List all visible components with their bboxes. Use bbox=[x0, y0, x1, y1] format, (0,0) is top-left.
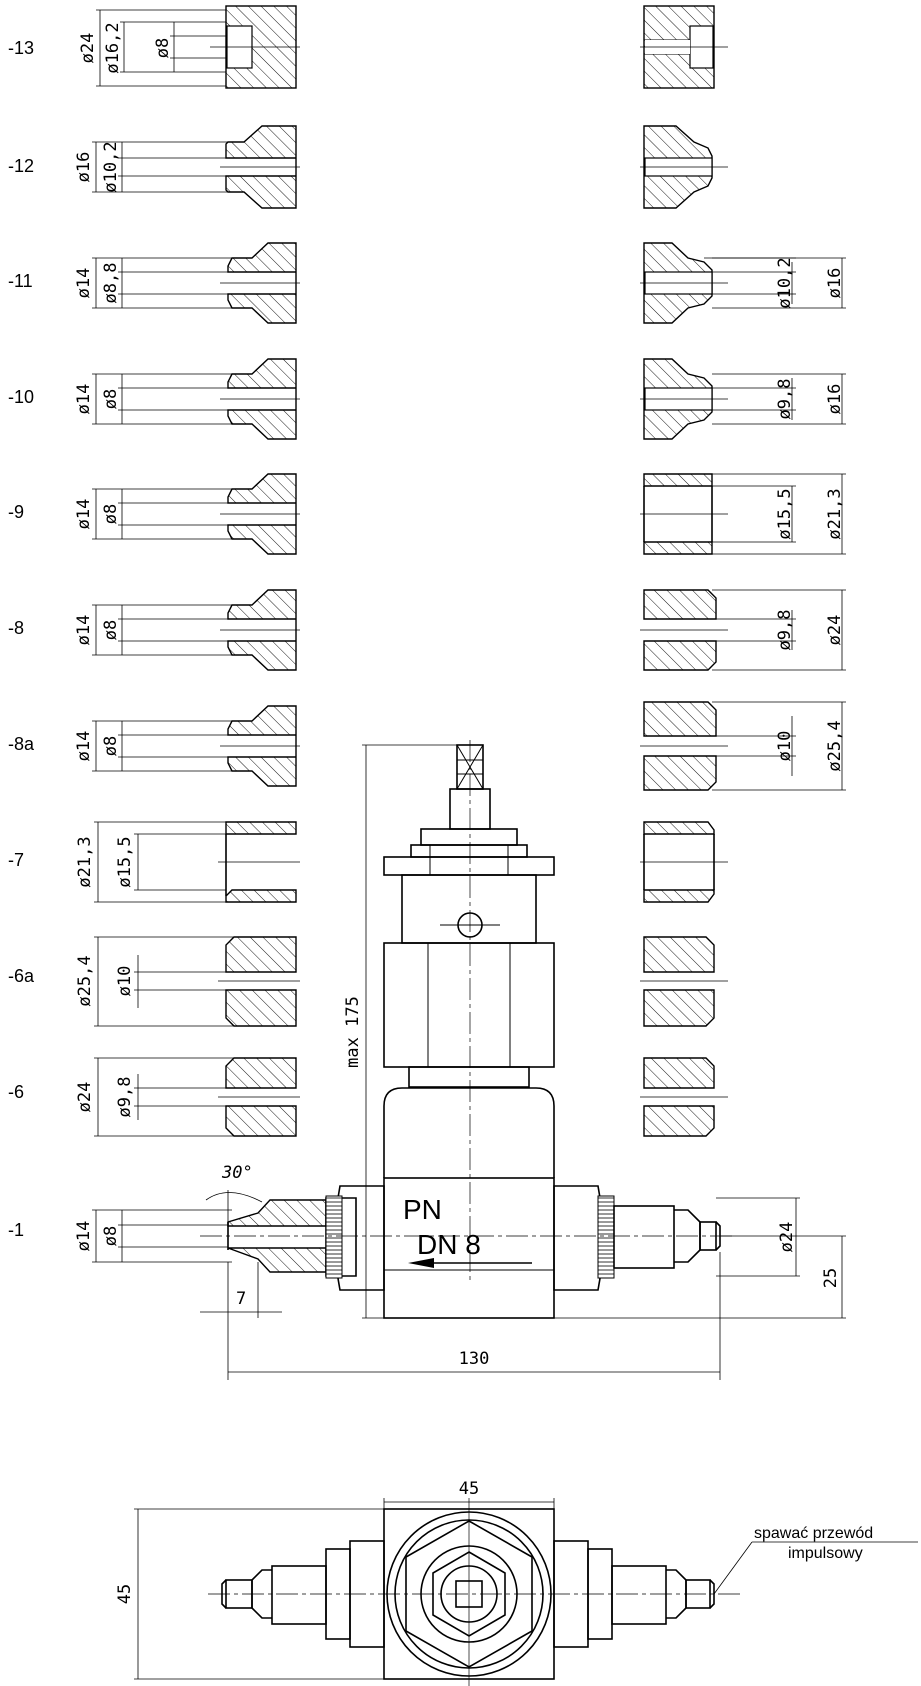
dim-label: ø8 bbox=[101, 736, 121, 756]
row-label: -10 bbox=[8, 387, 34, 407]
dim-label: ø14 bbox=[74, 731, 94, 762]
row-label: -6a bbox=[8, 966, 35, 986]
left-section-6a: ø25,4 ø10 bbox=[75, 936, 300, 1027]
dim-label: ø10,2 bbox=[101, 141, 121, 192]
row-label: -13 bbox=[8, 38, 34, 58]
right-section-13 bbox=[640, 5, 728, 89]
left-section-11: ø14 ø8,8 bbox=[74, 242, 300, 324]
dim-label: ø8,8 bbox=[101, 263, 121, 304]
dim-label: ø14 bbox=[74, 1221, 94, 1252]
left-section-10: ø14 ø8 bbox=[74, 358, 300, 440]
valve-side-view: PN DN 8 30° 7 max 175 bbox=[200, 740, 846, 1380]
left-section-12: ø16 ø10,2 bbox=[74, 125, 300, 209]
right-section-10: ø9,8 ø16 bbox=[640, 358, 846, 440]
row-label: -7 bbox=[8, 850, 24, 870]
dim-label: ø21,3 bbox=[75, 836, 95, 887]
right-section-6 bbox=[640, 1057, 728, 1137]
dim-label: ø25,4 bbox=[75, 955, 95, 1006]
row-labels: -13 -12 -11 -10 -9 -8 -8a -7 -6a -6 -1 bbox=[8, 38, 35, 1240]
dim-label: ø10 bbox=[115, 966, 135, 997]
dim-label: ø16 bbox=[825, 268, 845, 299]
dim-label: ø24 bbox=[78, 33, 98, 64]
dim-label: ø8 bbox=[101, 504, 121, 524]
dim-label: ø9,8 bbox=[775, 379, 795, 420]
pn-label: PN bbox=[403, 1194, 442, 1225]
dim-label: ø8 bbox=[101, 1226, 121, 1246]
right-section-11: ø10,2 ø16 bbox=[640, 242, 846, 324]
dim-label: ø16 bbox=[74, 152, 94, 183]
dim-label: ø21,3 bbox=[825, 488, 845, 539]
weld-note-line2: impulsowy bbox=[788, 1545, 863, 1562]
row-label: -1 bbox=[8, 1220, 24, 1240]
dim-label: ø24 bbox=[75, 1082, 95, 1113]
dim-label: ø25,4 bbox=[825, 720, 845, 771]
width-45-label: 45 bbox=[459, 1479, 479, 1499]
left-section-8: ø14 ø8 bbox=[74, 589, 300, 671]
dim-label: ø9,8 bbox=[115, 1077, 135, 1118]
left-section-13: ø24 ø16,2 ø8 bbox=[78, 5, 300, 89]
dn-label: DN 8 bbox=[417, 1229, 481, 1260]
right-section-8: ø9,8 ø24 bbox=[640, 589, 846, 671]
dim-label: ø16 bbox=[825, 384, 845, 415]
row-label: -6 bbox=[8, 1082, 24, 1102]
right-section-6a bbox=[640, 936, 728, 1027]
chamfer-label: 7 bbox=[236, 1289, 246, 1309]
dim-label: ø10,2 bbox=[775, 257, 795, 308]
right-section-12 bbox=[640, 125, 728, 209]
left-section-7: ø21,3 ø15,5 bbox=[75, 821, 300, 903]
left-section-8a: ø14 ø8 bbox=[74, 705, 300, 787]
right-section-9: ø15,5 ø21,3 bbox=[640, 473, 846, 555]
height-25-label: 25 bbox=[821, 1268, 841, 1288]
row-label: -9 bbox=[8, 502, 24, 522]
right-section-8a: ø10 ø25,4 bbox=[640, 701, 846, 791]
row-label: -12 bbox=[8, 156, 34, 176]
dim-label: ø16,2 bbox=[103, 22, 123, 73]
dim-label: ø14 bbox=[74, 384, 94, 415]
dim-label: ø14 bbox=[74, 268, 94, 299]
dim-label: ø8 bbox=[153, 38, 173, 58]
width-label: 130 bbox=[459, 1349, 490, 1369]
height-45-label: 45 bbox=[115, 1584, 135, 1604]
dim-label: ø14 bbox=[74, 615, 94, 646]
left-section-6: ø24 ø9,8 bbox=[75, 1057, 300, 1137]
dim-label: ø24 bbox=[825, 615, 845, 646]
angle-label: 30° bbox=[221, 1163, 253, 1183]
weld-note-line1: spawać przewód bbox=[754, 1525, 873, 1542]
valve-top-view: 45 45 spawać przewód impulsowy bbox=[115, 1479, 918, 1686]
dim-label: ø9,8 bbox=[775, 610, 795, 651]
max-height-label: max 175 bbox=[343, 996, 363, 1068]
dim-label: ø15,5 bbox=[775, 488, 795, 539]
dim-label: ø8 bbox=[101, 620, 121, 640]
dim-label: ø14 bbox=[74, 499, 94, 530]
dim-label: ø10 bbox=[775, 731, 795, 762]
row-label: -8a bbox=[8, 734, 35, 754]
dim-label: ø15,5 bbox=[115, 836, 135, 887]
dim-label: ø8 bbox=[101, 389, 121, 409]
left-section-9: ø14 ø8 bbox=[74, 473, 300, 555]
left-dims-1: ø14 ø8 bbox=[74, 1209, 232, 1263]
row-label: -8 bbox=[8, 618, 24, 638]
dim-label: ø24 bbox=[777, 1222, 797, 1253]
right-section-7 bbox=[640, 821, 728, 903]
row-label: -11 bbox=[8, 271, 33, 291]
